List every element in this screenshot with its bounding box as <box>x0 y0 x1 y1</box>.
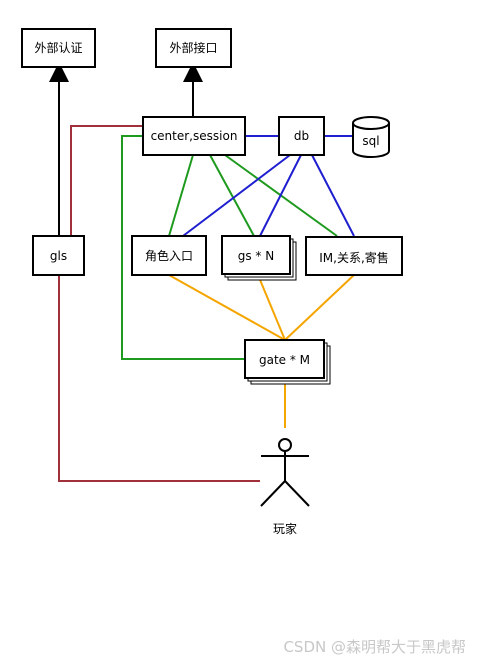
edge-center-gate <box>121 135 245 360</box>
node-role-entry-label: 角色入口 <box>145 249 193 263</box>
player-figure-head <box>278 438 292 452</box>
node-gate-label: gate * M <box>259 353 310 367</box>
watermark: CSDN @森明帮大于黑虎帮 <box>283 638 466 656</box>
node-center-session-label: center,session <box>151 129 238 143</box>
edge-db-im <box>311 154 355 237</box>
node-im-relation-consign: IM,关系,寄售 <box>305 236 403 276</box>
node-center-session: center,session <box>142 116 246 156</box>
edge-gs-gate <box>257 274 286 341</box>
node-gs-label: gs * N <box>238 249 274 263</box>
node-db: db <box>278 116 325 156</box>
node-external-auth-label: 外部认证 <box>34 40 82 55</box>
node-db-label: db <box>294 129 309 143</box>
edge-center-gs <box>209 154 255 237</box>
node-external-api-label: 外部接口 <box>169 40 217 55</box>
edge-center-role <box>168 154 194 237</box>
edge-db-gs <box>259 154 302 237</box>
node-player-label: 玩家 <box>273 521 297 536</box>
edge-db-role <box>182 154 291 237</box>
node-gls: gls <box>32 235 85 276</box>
node-gate-stack: gate * M <box>244 339 331 385</box>
node-sql-cylinder: sql <box>352 116 390 158</box>
node-gs-stack: gs * N <box>221 235 297 281</box>
node-role-entry: 角色入口 <box>131 235 207 276</box>
node-external-api: 外部接口 <box>155 28 232 68</box>
edge-role-gate <box>168 274 286 341</box>
node-gls-label: gls <box>50 249 67 263</box>
edge-center-gls-player <box>58 125 260 482</box>
node-player: 玩家 <box>260 438 310 536</box>
node-im-label: IM,关系,寄售 <box>319 250 389 265</box>
edge-im-gate <box>284 274 355 341</box>
node-sql-label: sql <box>362 134 379 148</box>
node-external-auth: 外部认证 <box>21 28 96 68</box>
